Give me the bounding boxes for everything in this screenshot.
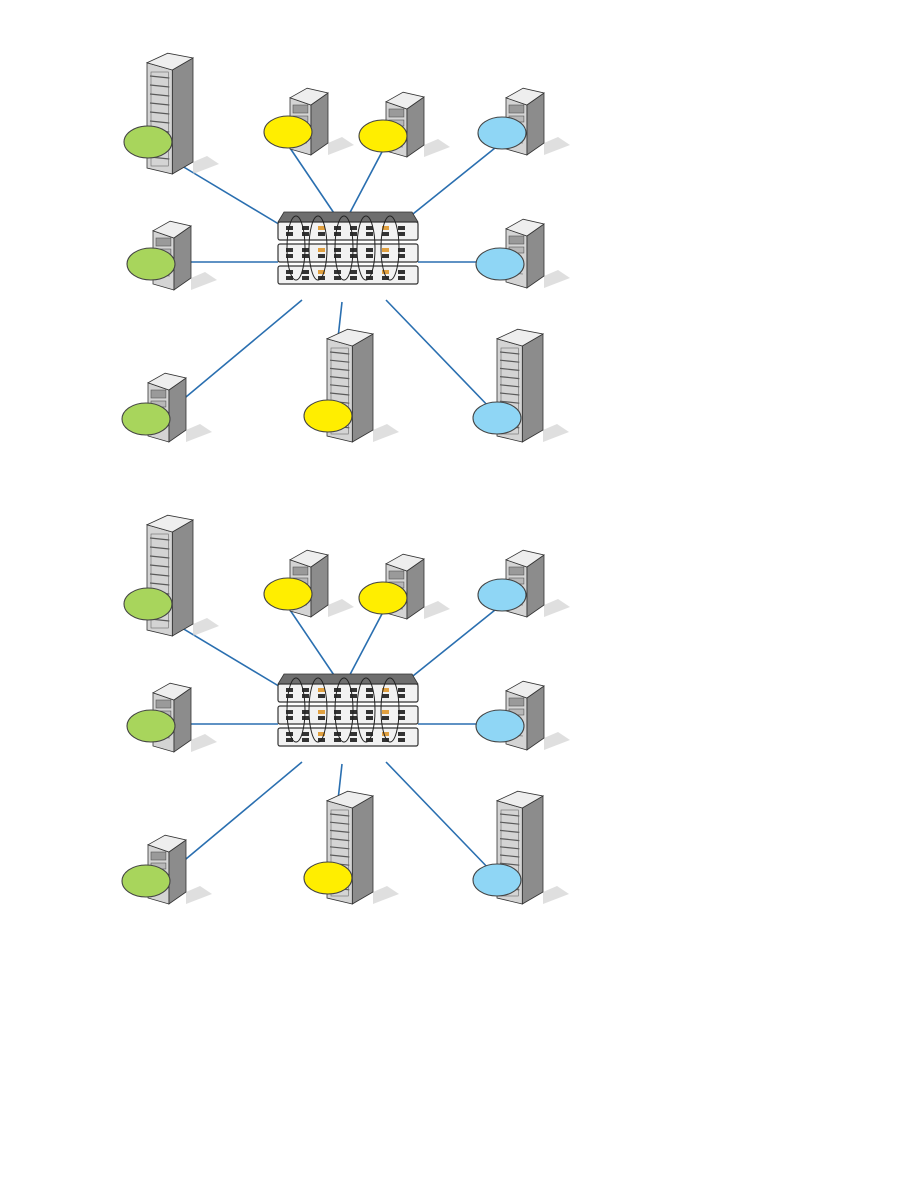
topology-diagram-2 bbox=[122, 515, 570, 904]
rack-bottom-right-group-blue-marker bbox=[473, 402, 521, 434]
tower-mid-left-group-green-marker bbox=[127, 710, 175, 742]
switch-unit bbox=[278, 244, 418, 262]
rack-top-left-group-green-marker bbox=[124, 588, 172, 620]
tower-top-1-group-yellow-marker bbox=[264, 116, 312, 148]
rack-top-left-link bbox=[172, 160, 282, 226]
rack-top-left-link bbox=[172, 622, 282, 688]
tower-top-2-group-yellow-marker bbox=[359, 582, 407, 614]
tower-top-1-group-yellow-marker bbox=[264, 578, 312, 610]
switch-stack-icon bbox=[278, 212, 418, 284]
tower-top-right-group-blue-marker bbox=[478, 579, 526, 611]
tower-top-1-link bbox=[290, 610, 340, 684]
tower-mid-right-group-blue-marker bbox=[476, 248, 524, 280]
tower-top-2-link bbox=[345, 612, 383, 684]
rack-bottom-right-link bbox=[386, 300, 492, 410]
rack-top-left-group-green-marker bbox=[124, 126, 172, 158]
switch-stack-icon bbox=[278, 674, 418, 746]
tower-mid-left-group-green-marker bbox=[127, 248, 175, 280]
tower-top-1-link bbox=[290, 148, 340, 222]
rack-bottom-right-group-blue-marker bbox=[473, 864, 521, 896]
tower-top-right-group-blue-marker bbox=[478, 117, 526, 149]
tower-top-2-group-yellow-marker bbox=[359, 120, 407, 152]
switch-unit bbox=[278, 706, 418, 724]
tower-bottom-left-link bbox=[168, 300, 302, 412]
tower-bottom-left-group-green-marker bbox=[122, 403, 170, 435]
rack-bottom-center-group-yellow-marker bbox=[304, 400, 352, 432]
tower-bottom-left-link bbox=[168, 762, 302, 874]
rack-bottom-center-group-yellow-marker bbox=[304, 862, 352, 894]
topology-diagram-1 bbox=[122, 53, 570, 442]
tower-bottom-left-group-green-marker bbox=[122, 865, 170, 897]
tower-mid-right-group-blue-marker bbox=[476, 710, 524, 742]
rack-bottom-right-link bbox=[386, 762, 492, 872]
tower-top-2-link bbox=[345, 150, 383, 222]
